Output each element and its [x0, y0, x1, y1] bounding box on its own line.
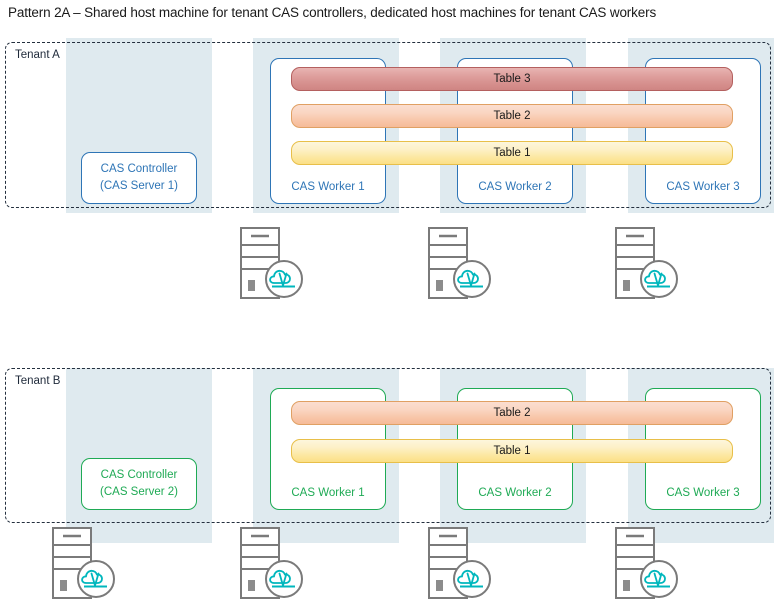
tenant-b-container: Tenant B — [5, 368, 771, 523]
tenant-b-label: Tenant B — [15, 375, 61, 387]
host-machine-tenant-a-worker-2 — [428, 227, 491, 299]
tenant-a-container: Tenant A — [5, 42, 771, 208]
tenant-b-controller-label: CAS Controller (CAS Server 2) — [82, 467, 196, 501]
tenant-b-cas-controller[interactable]: CAS Controller (CAS Server 2) — [81, 458, 197, 510]
host-machine-tenant-b-worker-3 — [615, 527, 678, 599]
host-machine-shared-controllers — [52, 527, 115, 599]
tenant-b-controller-line2: (CAS Server 2) — [100, 486, 178, 498]
tenant-b-worker-2-label: CAS Worker 2 — [478, 487, 552, 499]
page-title: Pattern 2A – Shared host machine for ten… — [8, 5, 657, 20]
host-machine-tenant-b-worker-2 — [428, 527, 491, 599]
viya-cloud-badge-icon — [453, 260, 491, 298]
tenant-a-controller-label: CAS Controller (CAS Server 1) — [82, 161, 196, 195]
tenant-b-worker-1-label: CAS Worker 1 — [291, 487, 365, 499]
viya-cloud-badge-icon — [77, 560, 115, 598]
tenant-a-table-1[interactable]: Table 1 — [291, 141, 733, 165]
server-tower-icon — [428, 527, 468, 599]
viya-cloud-badge-icon — [265, 260, 303, 298]
tenant-a-worker-2-label: CAS Worker 2 — [478, 181, 552, 193]
viya-cloud-badge-icon — [640, 560, 678, 598]
host-machine-tenant-b-worker-1 — [240, 527, 303, 599]
tenant-a-controller-line1: CAS Controller — [100, 163, 178, 175]
tenant-a-table-3[interactable]: Table 3 — [291, 67, 733, 91]
tenant-a-controller-line2: (CAS Server 1) — [100, 180, 178, 192]
host-band-controller-lower — [66, 368, 212, 543]
host-machine-tenant-a-worker-3 — [615, 227, 678, 299]
tenant-a-worker-1-label: CAS Worker 1 — [291, 181, 365, 193]
tenant-b-table-2[interactable]: Table 2 — [291, 401, 733, 425]
viya-cloud-badge-icon — [265, 560, 303, 598]
viya-cloud-badge-icon — [640, 260, 678, 298]
tenant-a-cas-controller[interactable]: CAS Controller (CAS Server 1) — [81, 152, 197, 204]
host-machine-tenant-a-worker-1 — [240, 227, 303, 299]
tenant-a-table-2[interactable]: Table 2 — [291, 104, 733, 128]
viya-cloud-badge-icon — [453, 560, 491, 598]
tenant-b-controller-line1: CAS Controller — [100, 469, 178, 481]
tenant-a-worker-3-label: CAS Worker 3 — [666, 181, 740, 193]
tenant-a-label: Tenant A — [15, 49, 60, 61]
tenant-b-worker-3-label: CAS Worker 3 — [666, 487, 740, 499]
tenant-b-table-1[interactable]: Table 1 — [291, 439, 733, 463]
